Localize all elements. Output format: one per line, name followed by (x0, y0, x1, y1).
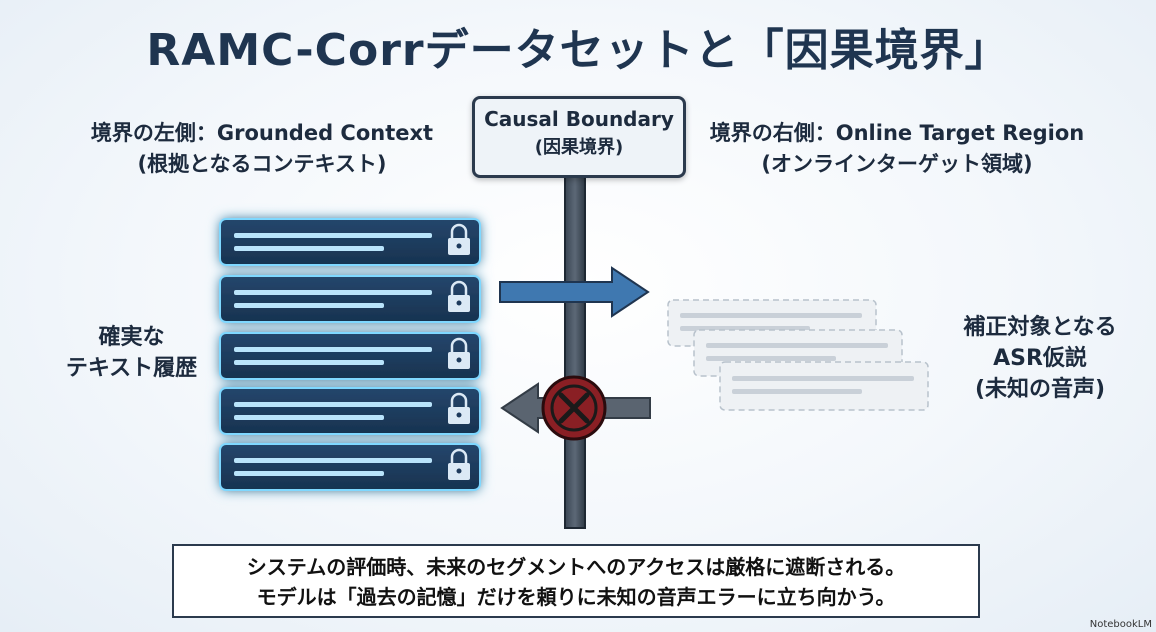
sign-label-en: Causal Boundary (484, 107, 674, 131)
left-side-heading: 境界の左側：Grounded Context (根拠となるコンテキスト) (72, 118, 452, 180)
right-label-line3: (未知の音声) (974, 377, 1106, 402)
asr-hypothesis-stack (667, 299, 929, 411)
text-block (219, 443, 481, 491)
text-history-stack (219, 218, 481, 491)
right-side-heading: 境界の右側：Online Target Region (オンラインターゲット領域… (692, 118, 1102, 180)
right-heading-line2: (オンラインターゲット領域) (761, 152, 1033, 176)
text-block (219, 218, 481, 266)
text-block (219, 387, 481, 435)
right-label-line2: ASR仮説 (993, 346, 1087, 371)
right-label-line1: 補正対象となる (963, 315, 1117, 340)
text-history-label: 確実な テキスト履歴 (54, 322, 209, 384)
note-line1: システムの評価時、未来のセグメントへのアクセスは厳格に遮断される。 (246, 555, 906, 579)
hypothesis-card (719, 361, 929, 411)
notebooklm-watermark: NotebookLM (1089, 619, 1152, 630)
causal-boundary-sign: Causal Boundary (因果境界) (472, 96, 686, 178)
evaluation-note-box: システムの評価時、未来のセグメントへのアクセスは厳格に遮断される。 モデルは「過… (172, 544, 980, 618)
left-label-line1: 確実な (98, 325, 165, 350)
blocked-x-icon (541, 375, 607, 441)
note-line2: モデルは「過去の記憶」だけを頼りに未知の音声エラーに立ち向かう。 (256, 585, 896, 609)
waveform-icon (670, 424, 920, 500)
lock-icon (448, 392, 470, 424)
left-label-line2: テキスト履歴 (65, 356, 198, 381)
lock-icon (448, 337, 470, 369)
lock-icon (448, 280, 470, 312)
text-block (219, 275, 481, 323)
left-heading-line1: 境界の左側：Grounded Context (90, 121, 434, 145)
asr-hypothesis-label: 補正対象となる ASR仮説 (未知の音声) (940, 312, 1140, 405)
boundary-pole (564, 169, 586, 529)
sign-label-ja: (因果境界) (534, 137, 624, 158)
lock-icon (448, 448, 470, 480)
right-heading-line1: 境界の右側：Online Target Region (709, 121, 1085, 145)
arrow-right-icon (499, 266, 650, 318)
waveform-icon (670, 210, 920, 290)
left-heading-line2: (根拠となるコンテキスト) (137, 152, 387, 176)
page-title: RAMC-Corrデータセットと「因果境界」 (146, 25, 1010, 76)
text-block (219, 332, 481, 380)
lock-icon (448, 223, 470, 255)
